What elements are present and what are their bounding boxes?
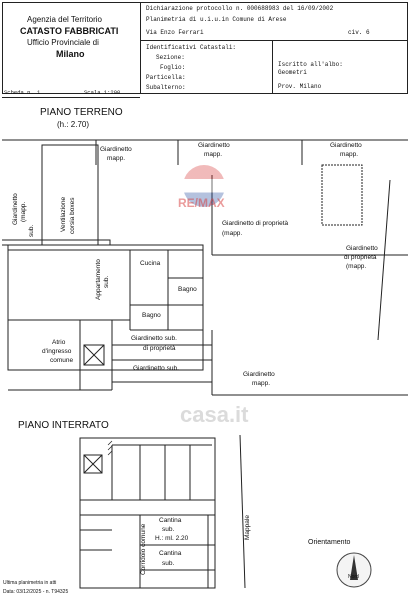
registered-label: Iscritto all'albo: [278, 61, 343, 68]
garden-sub-property-b: di proprietà [143, 345, 176, 352]
apartment-label: Appartamento [95, 259, 102, 300]
province-text: Prov. Milano [278, 83, 322, 90]
garden-mapp-2-sub: mapp. [204, 151, 223, 158]
casa-watermark: casa.it [180, 402, 249, 427]
header-left-divider [140, 2, 141, 94]
common-corridor: Corridoio comune [140, 523, 147, 575]
garden-sub: Giardinetto sub. [133, 365, 179, 372]
remax-watermark: RE/MAX [178, 196, 225, 210]
catasto-title: CATASTO FABBRICATI [20, 26, 119, 36]
garden-left-mapp: (mapp. [20, 201, 27, 222]
corsia-boxes-label: corsia boxes [69, 197, 76, 235]
garden-left-label: Giardinetto [12, 193, 19, 225]
garden-bottom-mapp: mapp. [252, 380, 271, 387]
cellar-height: H.: ml. 2.20 [155, 535, 189, 542]
garden-mapp-3: Giardinetto [330, 142, 362, 149]
scheda-row [2, 88, 140, 98]
planimetry-text: Planimetria di u.i.u.in Comune di Arese [146, 16, 287, 23]
identifiers-label: Identificativi Catastali: [146, 44, 237, 51]
particella-label: Particella: [146, 74, 186, 81]
declaration-text: Dichiarazione protocollo n. 000688983 de… [146, 5, 334, 12]
garden-property-2: Giardinetto [346, 245, 378, 252]
agency-name: Agenzia del Territorio [27, 15, 103, 24]
entrance-label: d'ingresso [42, 348, 72, 355]
garden-bottom: Giardinetto [243, 371, 275, 378]
apartment-sub: sub. [103, 275, 110, 288]
garden-property-1: Giardinetto di proprietà [222, 220, 289, 227]
orientation-label: Orientamento [308, 539, 351, 546]
ventilation-label: Ventilazione [60, 196, 67, 232]
basement-title: PIANO INTERRATO [18, 420, 109, 431]
header-frame [2, 2, 408, 94]
common-label: comune [50, 357, 74, 364]
civic-number: civ. 6 [348, 29, 370, 36]
garden-property-1-mapp: (mapp. [222, 230, 243, 237]
profession-text: Geometri [278, 69, 307, 76]
scale-text: Scala 1:200 [84, 89, 121, 96]
cellar-1-sub: sub. [162, 526, 175, 533]
office-name: Ufficio Provinciale di [27, 38, 99, 47]
garden-property-2-sub: di proprietà [344, 254, 377, 261]
garden-mapp-1: Giardinetto [100, 146, 132, 153]
cellar-2-sub: sub. [162, 560, 175, 567]
last-planimetry-note: Ultima planimetria in atti [3, 580, 57, 586]
compass-needle [350, 555, 358, 580]
garden-mapp-2: Giardinetto [198, 142, 230, 149]
scheda-number: Scheda n. 1 [4, 89, 41, 96]
atrium-label: Atrio [52, 339, 66, 346]
mappale-label: Mappale [244, 515, 251, 540]
header-mid-divider [272, 40, 273, 94]
subalterno-label: Subalterno: [146, 84, 186, 91]
ground-floor-title: PIANO TERRENO [40, 107, 123, 118]
street-text: Via Enzo Ferrari [146, 29, 204, 36]
cellar-1: Cantina [159, 517, 182, 524]
sezione-label: Sezione: [156, 54, 185, 61]
office-city: Milano [56, 49, 85, 59]
foglio-label: Foglio: [160, 64, 186, 71]
garden-mapp-3-sub: mapp. [340, 151, 359, 158]
garden-mapp-1-sub: mapp. [107, 155, 126, 162]
garden-property-2-mapp: (mapp. [346, 263, 367, 270]
header-divider-1 [140, 40, 408, 41]
footer-date: Data: 03/12/2025 - n. T94325 [3, 589, 69, 595]
remax-balloon-logo [183, 165, 225, 207]
garden-left-sub: sub. [28, 224, 35, 237]
garden-sub-property: Giardinetto sub. [131, 335, 177, 342]
room-bathroom-1: Bagno [178, 286, 197, 293]
north-label: Nord [348, 574, 359, 580]
room-kitchen: Cucina [140, 260, 161, 267]
cellar-2: Cantina [159, 550, 182, 557]
room-bathroom-2: Bagno [142, 312, 161, 319]
ground-floor-height: (h.: 2.70) [57, 120, 90, 129]
